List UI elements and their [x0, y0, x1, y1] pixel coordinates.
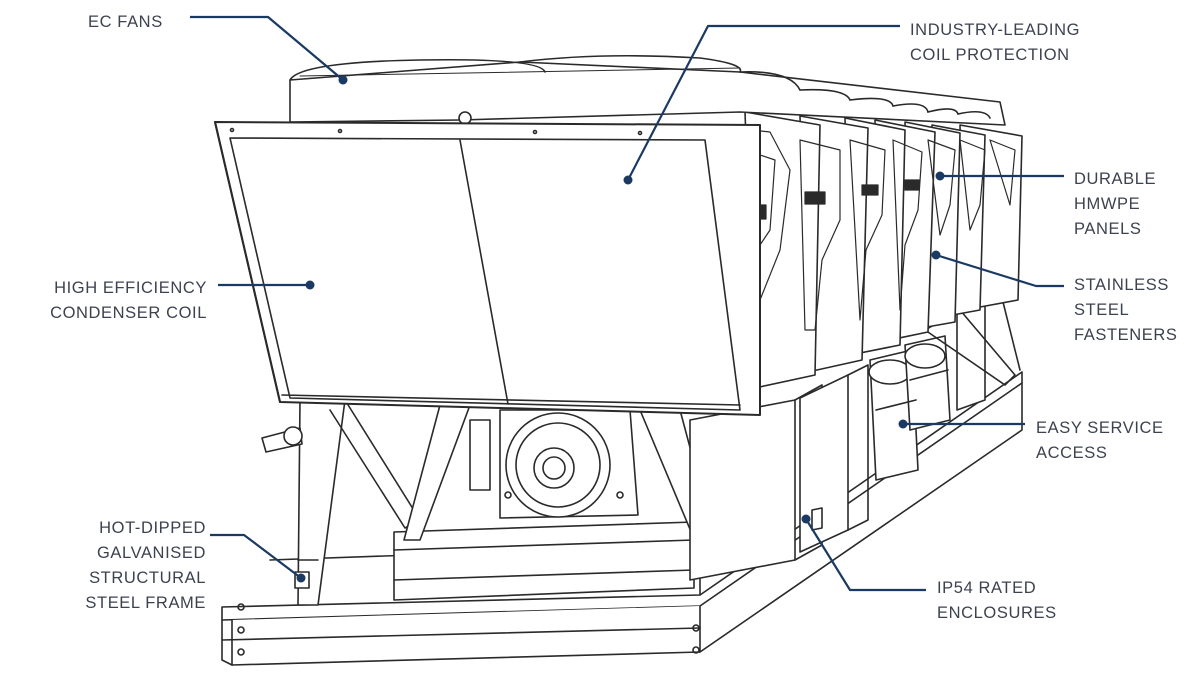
label-line: STRUCTURAL — [89, 569, 206, 587]
leader-ip54 — [805, 518, 926, 592]
callout-dots — [296, 75, 945, 583]
label-hmwpe-panels: DURABLE HMWPE PANELS — [1074, 167, 1156, 242]
leader-coil-protection — [627, 24, 900, 181]
leader-stainless — [935, 253, 1064, 288]
dot-coil-protection — [623, 175, 633, 185]
label-line: STAINLESS — [1074, 276, 1169, 294]
pump-housing — [261, 409, 639, 519]
dot-hmwpe — [935, 171, 945, 181]
label-line: FASTENERS — [1074, 326, 1178, 344]
dot-condenser-coil — [305, 280, 315, 290]
label-condenser-coil: HIGH EFFICIENCY CONDENSER COIL — [50, 276, 207, 326]
label-line: EASY SERVICE — [1036, 419, 1164, 437]
label-line: DURABLE — [1074, 170, 1157, 188]
electrical-enclosures — [689, 299, 986, 581]
leader-ec-fans — [190, 15, 344, 81]
label-line: GALVANISED — [96, 544, 206, 562]
label-line: HIGH EFFICIENCY — [54, 279, 207, 297]
dot-service — [898, 419, 908, 429]
callout-leaders — [190, 15, 1064, 592]
label-line: HOT-DIPPED — [99, 519, 206, 537]
base-frame — [221, 371, 1023, 666]
label-line: IP54 RATED — [937, 579, 1037, 597]
label-ec-fans: EC FANS — [88, 10, 163, 35]
label-stainless-fasteners: STAINLESS STEEL FASTENERS — [1074, 273, 1178, 348]
dot-ec-fans — [338, 75, 348, 85]
dot-stainless — [931, 250, 941, 260]
label-line: CONDENSER COIL — [50, 304, 207, 322]
label-ip54-enclosures: IP54 RATED ENCLOSURES — [937, 576, 1057, 626]
label-line: ENCLOSURES — [937, 604, 1057, 622]
dot-galvanised — [296, 573, 306, 583]
label-service-access: EASY SERVICE ACCESS — [1036, 416, 1164, 466]
leader-galvanised — [210, 533, 302, 579]
label-line: STEEL FRAME — [85, 594, 206, 612]
label-line: HMWPE — [1074, 195, 1141, 213]
dot-ip54 — [801, 514, 811, 524]
compressors — [868, 335, 951, 481]
front-condenser-coil — [214, 121, 761, 416]
label-line: EC FANS — [88, 13, 163, 31]
label-coil-protection: INDUSTRY-LEADING COIL PROTECTION — [910, 18, 1080, 68]
fan-shrouds — [289, 54, 1006, 126]
label-line: ACCESS — [1036, 444, 1108, 462]
label-line: PANELS — [1074, 220, 1142, 238]
label-steel-frame: HOT-DIPPED GALVANISED STRUCTURAL STEEL F… — [85, 516, 206, 616]
label-line: COIL PROTECTION — [910, 46, 1070, 64]
label-line: INDUSTRY-LEADING — [910, 21, 1081, 39]
label-line: STEEL — [1074, 301, 1130, 319]
